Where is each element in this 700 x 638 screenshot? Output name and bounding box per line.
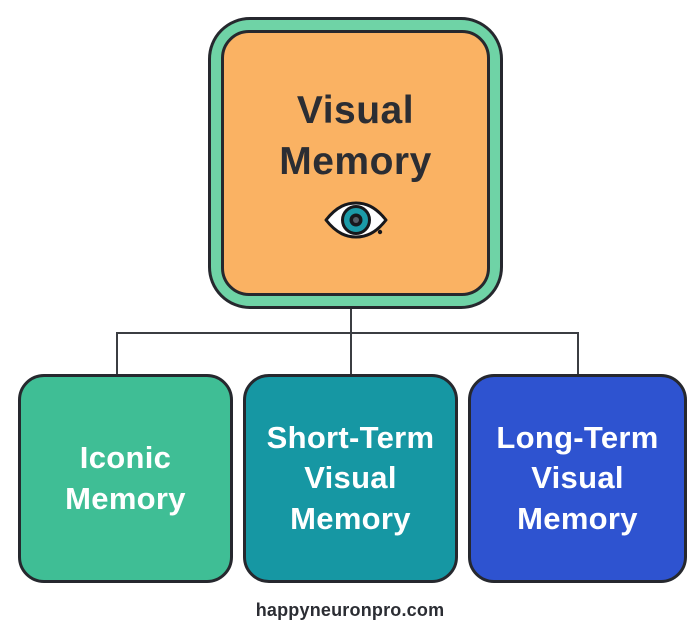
child-node-long-term-visual-memory: Long-Term Visual Memory	[468, 374, 687, 583]
footer-site-url: happyneuronpro.com	[255, 600, 445, 620]
root-node-label: Visual Memory	[279, 89, 432, 183]
child-node-short-term-visual-memory: Short-Term Visual Memory	[243, 374, 458, 583]
eye-icon	[323, 200, 389, 240]
connector-left-vertical	[116, 332, 118, 375]
connector-center-vertical	[350, 309, 352, 375]
connector-horizontal	[117, 332, 579, 334]
child-node-label: Iconic Memory	[65, 440, 186, 516]
root-node-inner: Visual Memory	[221, 30, 490, 296]
child-node-label: Long-Term Visual Memory	[496, 420, 659, 536]
child-node-iconic-memory: Iconic Memory	[18, 374, 233, 583]
connector-right-vertical	[577, 332, 579, 375]
root-node-visual-memory: Visual Memory	[208, 17, 503, 309]
child-node-label: Short-Term Visual Memory	[266, 420, 435, 536]
